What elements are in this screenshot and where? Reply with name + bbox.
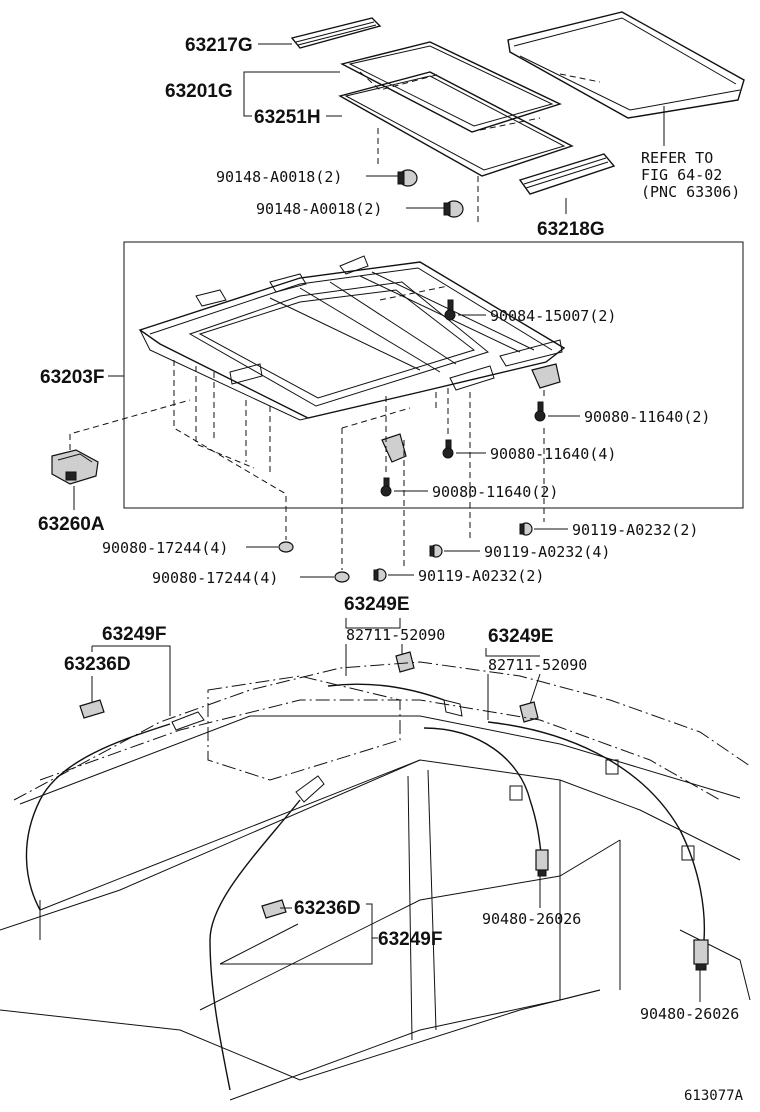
- label-90084: 90084-15007(2): [490, 307, 616, 325]
- figure-code: 613077A: [684, 1088, 744, 1104]
- drain-hose-front-right: [327, 683, 463, 717]
- nut-90119-a: [519, 522, 533, 536]
- label-refer-3: (PNC 63306): [641, 183, 740, 201]
- sunroof-housing-63203F: [138, 255, 566, 421]
- label-90119-b: 90119-A0232(4): [484, 543, 610, 561]
- label-refer-2: FIG 64-02: [641, 166, 722, 184]
- label-82711-a: 82711-52090: [346, 626, 445, 644]
- leader-63201G-b: [243, 90, 252, 117]
- vehicle-body: [0, 661, 751, 1101]
- sunroof-motor-63260A: [51, 449, 99, 485]
- check-valve-90480-b: [693, 939, 709, 971]
- nut-90119-b: [429, 544, 443, 558]
- bracket-right: [531, 363, 561, 389]
- label-90080-17244-b: 90080-17244(4): [152, 569, 278, 587]
- bolt-90080-11640-a: [534, 401, 546, 422]
- label-63260A: 63260A: [38, 514, 105, 535]
- drain-hose-rear-right: [423, 721, 706, 941]
- label-90080-17244-a: 90080-17244(4): [102, 539, 228, 557]
- bracket-63249F-b: [220, 903, 373, 965]
- label-90480-b: 90480-26026: [640, 1005, 739, 1023]
- clip-90148-a: [397, 169, 418, 187]
- label-90480-a: 90480-26026: [482, 910, 581, 928]
- check-valve-90480-a: [535, 849, 549, 877]
- label-90080-11640-b: 90080-11640(4): [490, 445, 616, 463]
- dash-63260A: [69, 399, 191, 450]
- label-63218G: 63218G: [537, 219, 605, 240]
- label-63249F-a: 63249F: [102, 624, 166, 645]
- label-63236D-a: 63236D: [64, 654, 131, 675]
- bracket-63249F-a: [92, 645, 171, 716]
- nut-90080-17244-a: [278, 541, 294, 553]
- label-63201G: 63201G: [165, 81, 233, 102]
- drain-grommet-top: [395, 651, 415, 673]
- bolt-90080-11640-b: [442, 439, 454, 459]
- drain-hose-front-left: [25, 711, 205, 911]
- leader-63201G: [243, 71, 340, 90]
- clip-63236D-a: [79, 699, 105, 719]
- label-refer-1: REFER TO: [641, 149, 713, 167]
- sunshade-panel: [507, 11, 745, 119]
- bracket-center: [381, 433, 407, 463]
- weatherstrip-63217G: [290, 17, 382, 49]
- bracket-63249E-b: [485, 648, 540, 657]
- frame-assembly-box: [123, 241, 744, 509]
- label-63203F: 63203F: [40, 367, 104, 388]
- label-63217G: 63217G: [185, 35, 253, 56]
- glass-weatherstrip-63251H: [338, 71, 574, 177]
- leader-82711-b2: [529, 673, 541, 705]
- label-63249E-a: 63249E: [344, 594, 410, 615]
- label-90148-a: 90148-A0018(2): [216, 168, 342, 186]
- leader-63249F-b-diag: [219, 923, 299, 965]
- nut-90080-17244-b: [334, 571, 350, 583]
- bolt-90080-11640-c: [380, 477, 392, 497]
- label-90080-11640-a: 90080-11640(2): [584, 408, 710, 426]
- label-90080-11640-c: 90080-11640(2): [432, 483, 558, 501]
- drain-hose-rear-left: [209, 775, 325, 1091]
- label-63249E-b: 63249E: [488, 626, 554, 647]
- bolt-90084: [444, 299, 456, 321]
- label-63251H: 63251H: [254, 107, 321, 128]
- label-90148-b: 90148-A0018(2): [256, 200, 382, 218]
- bracket-63249E-a: [345, 618, 401, 629]
- sunroof-glass-63201G: [340, 41, 562, 133]
- nut-90119-c: [373, 568, 387, 582]
- clip-90148-b: [443, 200, 464, 218]
- label-63236D-b: 63236D: [294, 898, 361, 919]
- label-82711-b: 82711-52090: [488, 656, 587, 674]
- label-90119-c: 90119-A0232(2): [418, 567, 544, 585]
- clip-63236D-b: [261, 899, 287, 919]
- dash-90084: [379, 285, 449, 301]
- label-63249F-b: 63249F: [378, 929, 442, 950]
- label-90119-a: 90119-A0232(2): [572, 521, 698, 539]
- weatherstrip-63218G: [518, 153, 616, 195]
- frame-dash-lines: [173, 360, 545, 570]
